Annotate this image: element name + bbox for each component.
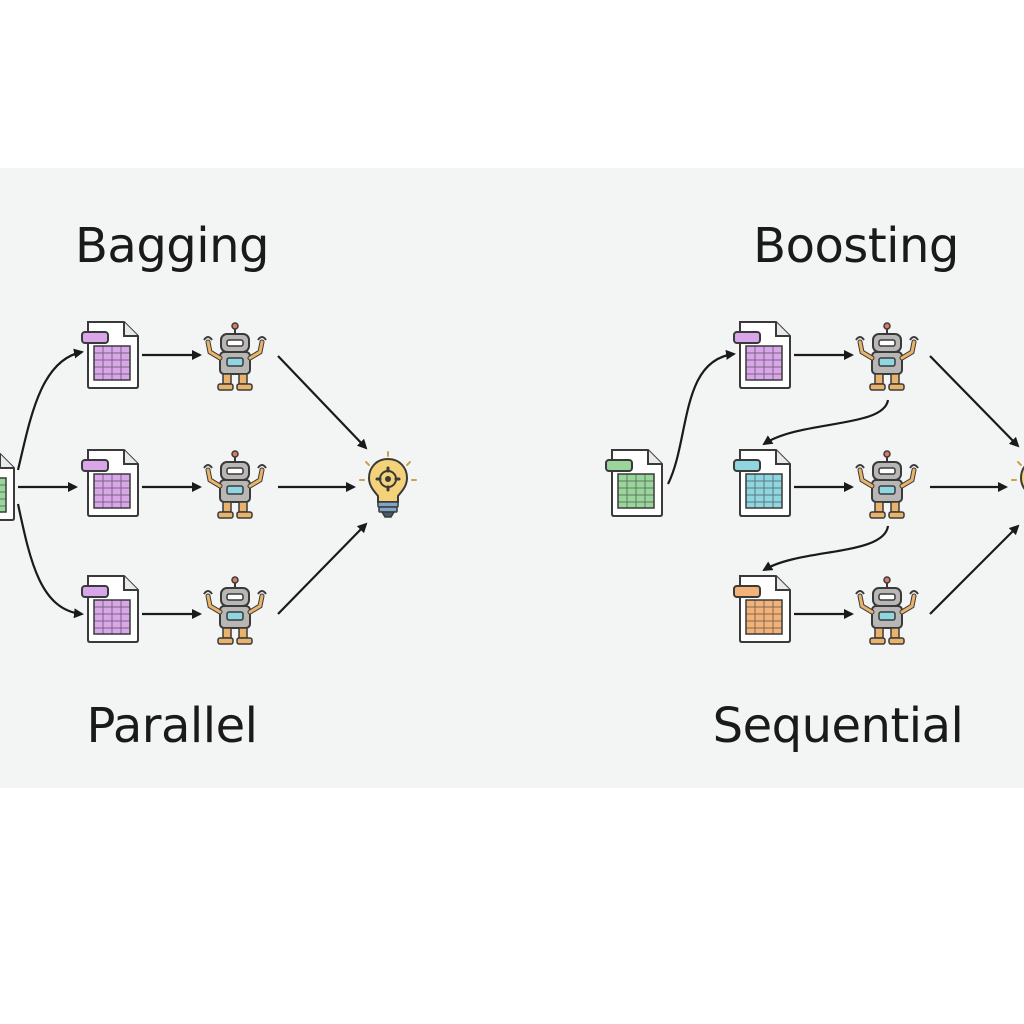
bagging-model-3-robot-icon [204, 577, 266, 644]
boosting-sample-3-icon [733, 575, 791, 643]
bagging-source-dataset-icon [0, 453, 15, 521]
bagging-sample-2-icon [81, 449, 139, 517]
boosting-aggregate-arrow-3 [929, 524, 1020, 615]
bagging-sample-3-icon [81, 575, 139, 643]
bagging-split-arrow-bottom [16, 503, 84, 619]
bagging-caption: Parallel [87, 698, 258, 754]
boosting-title: Boosting [753, 218, 959, 274]
boosting-feedback-arrow-1 [762, 399, 890, 446]
boosting-feedback-arrow-2 [762, 525, 890, 572]
boosting-source-dataset-icon [605, 449, 663, 517]
boosting-sample-2-icon [733, 449, 791, 517]
bagging-split-arrow-top [16, 348, 84, 471]
bagging-model-1-robot-icon [204, 323, 266, 390]
bagging-aggregate-arrow-1 [277, 355, 368, 450]
boosting-source-arrow [667, 349, 736, 485]
bagging-result-lightbulb-icon [358, 450, 418, 519]
bagging-title: Bagging [75, 218, 269, 274]
boosting-result-lightbulb-icon [1010, 450, 1024, 519]
boosting-sample-1-icon [733, 321, 791, 389]
boosting-aggregate-arrow-1 [929, 355, 1020, 448]
boosting-model-1-robot-icon [856, 323, 918, 390]
bagging-aggregate-arrow-3 [277, 522, 368, 615]
boosting-caption: Sequential [713, 698, 964, 754]
boosting-model-3-robot-icon [856, 577, 918, 644]
bagging-sample-1-icon [81, 321, 139, 389]
bagging-model-2-robot-icon [204, 451, 266, 518]
diagram-panel [0, 168, 1024, 788]
boosting-model-2-robot-icon [856, 451, 918, 518]
